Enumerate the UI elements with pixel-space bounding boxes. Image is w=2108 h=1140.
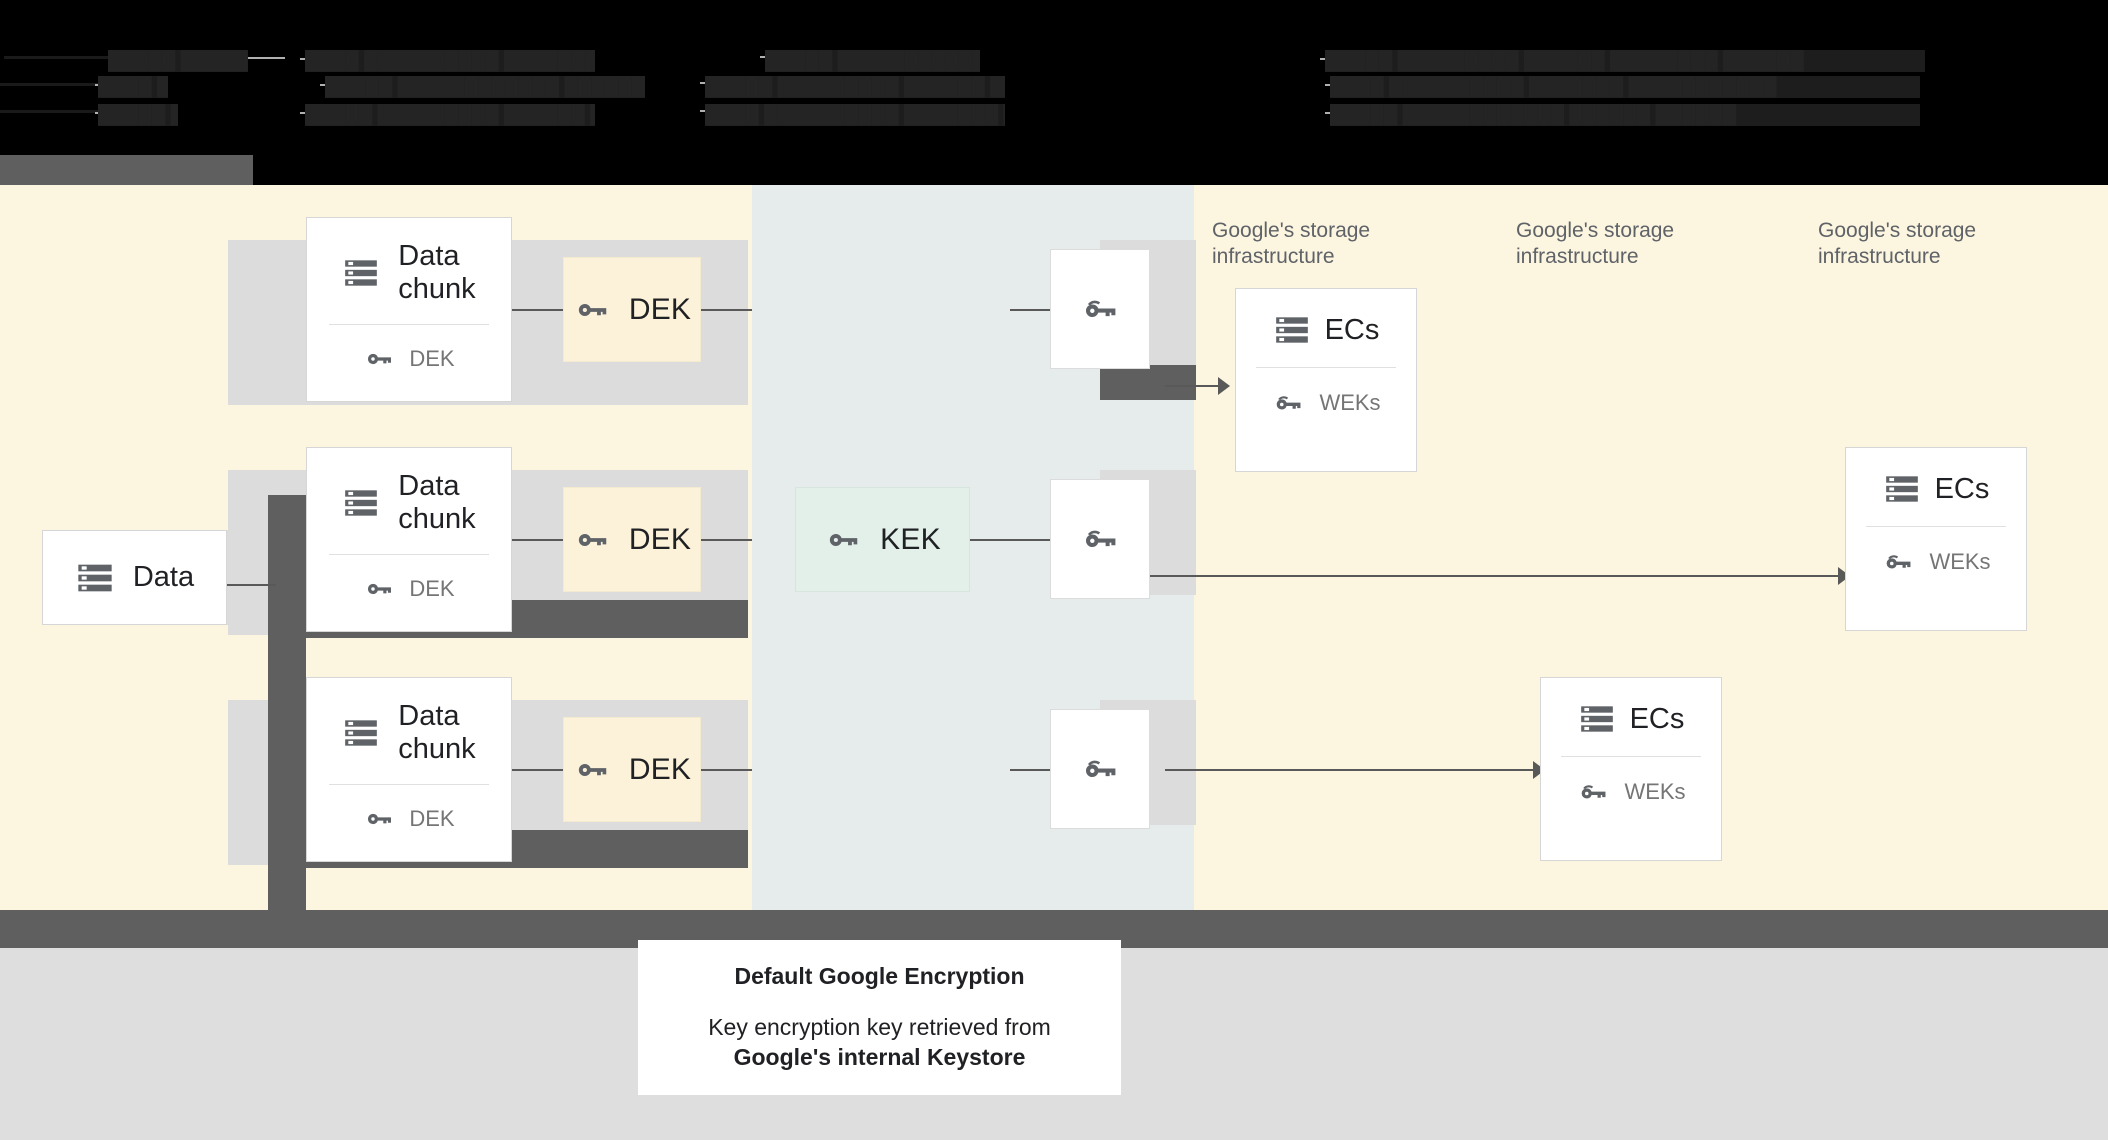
connector-dek1-band	[700, 309, 752, 311]
card-data-chunk-2[interactable]: Data chunk DEK	[306, 447, 512, 632]
card-subtitle: DEK	[409, 806, 455, 831]
storage-icon	[1883, 470, 1921, 508]
card-divider	[1865, 526, 2007, 527]
redaction-bracket-vertical	[268, 495, 306, 955]
encryption-flow-diagram: Data Data chunk DEK	[0, 185, 2108, 955]
box-wrapped-key-2[interactable]	[1050, 479, 1150, 599]
connector-chunk2-dek2	[512, 539, 563, 541]
obscured-line-2a: ████ ██████████ ███████ ███████████	[98, 76, 168, 98]
box-dek-3[interactable]: DEK	[563, 717, 701, 822]
key-icon	[824, 521, 862, 559]
card-ecs-1[interactable]: ECs WEKs	[1235, 288, 1417, 472]
card-subtitle: DEK	[409, 346, 455, 371]
wrapped-key-icon	[1079, 748, 1121, 790]
card-source-data[interactable]: Data	[42, 530, 227, 625]
connector-to-wek3	[1010, 769, 1050, 771]
box-kek[interactable]: KEK	[795, 487, 970, 592]
card-subtitle: DEK	[409, 576, 455, 601]
card-title: ECs	[1324, 313, 1380, 346]
caption-card: Default Google Encryption Key encryption…	[638, 940, 1121, 1095]
kek-label: KEK	[880, 522, 941, 556]
obscured-line-1d: █████ █████████ ██████ ████████ ██████	[1325, 50, 1925, 72]
card-subtitle: WEKs	[1929, 549, 1991, 574]
wrapped-key-icon	[1079, 518, 1121, 560]
storage-icon	[75, 558, 115, 598]
obscured-line-3d: █████ ████████████ ██████ ██████	[1330, 104, 1920, 126]
label-storage-infrastructure-3: Google's storage infrastructure	[1818, 219, 1977, 268]
key-icon	[573, 291, 611, 329]
box-dek-1[interactable]: DEK	[563, 257, 701, 362]
wrapped-key-icon	[1576, 775, 1610, 809]
storage-icon	[342, 484, 380, 522]
connector-wek2-to-ec2	[1100, 575, 1840, 577]
redaction-bar-header	[0, 155, 253, 185]
obscured-line-1a: █████ █████████ ██████ ████████ ██████	[108, 50, 248, 72]
connector-dek2-band	[700, 539, 752, 541]
card-ecs-3[interactable]: ECs WEKs	[1540, 677, 1722, 861]
box-wrapped-key-1[interactable]	[1050, 249, 1150, 369]
obscured-line-1c: █████ ████████████ ██████ ██████	[765, 50, 980, 72]
obscured-line-3c: ████ ██████████ ███████ ███████████	[705, 104, 1005, 126]
card-subtitle: WEKs	[1319, 390, 1381, 415]
card-divider	[1255, 367, 1397, 368]
caption-body: Key encryption key retrieved from Google…	[708, 1012, 1051, 1072]
card-divider	[329, 554, 489, 555]
card-ecs-2[interactable]: ECs WEKs	[1845, 447, 2027, 631]
card-title: ECs	[1629, 702, 1685, 735]
box-wrapped-key-3[interactable]	[1050, 709, 1150, 829]
card-title: Data chunk	[398, 240, 476, 305]
key-icon	[573, 751, 611, 789]
dek-label: DEK	[628, 292, 692, 326]
connector-dek3-band	[700, 769, 752, 771]
obscured-line-2c: █████ █████████ ██████ ████████ ██████	[705, 76, 1005, 98]
label-storage-infrastructure-2: Google's storage infrastructure	[1516, 219, 1675, 268]
obscured-header-strip: █████ █████████ ██████ ████████ ██████ █…	[0, 0, 2108, 185]
storage-icon	[342, 714, 380, 752]
arrow-ec1	[1218, 377, 1230, 395]
redaction-bar-wek1	[1100, 365, 1196, 400]
box-dek-2[interactable]: DEK	[563, 487, 701, 592]
caption-body-line1: Key encryption key retrieved from	[708, 1014, 1051, 1040]
card-title: ECs	[1934, 472, 1990, 505]
wrapped-key-icon	[1271, 386, 1305, 420]
key-icon	[363, 803, 395, 835]
key-icon	[363, 573, 395, 605]
wrapped-key-icon	[1079, 288, 1121, 330]
storage-icon	[1273, 311, 1311, 349]
key-icon	[363, 343, 395, 375]
connector-chunk1-dek1	[512, 309, 563, 311]
caption-body-line2: Google's internal Keystore	[733, 1044, 1026, 1070]
connector-wek1-to-ec1	[1165, 385, 1220, 387]
card-source-label: Data	[132, 561, 195, 593]
connector-to-wek1	[1010, 309, 1050, 311]
card-divider	[329, 784, 489, 785]
obscured-line-3b: █████ █████████ ██████ ████████ ██████	[305, 104, 595, 126]
obscured-line-2b: █████ ████████████ ██████ ██████	[325, 76, 645, 98]
card-data-chunk-1[interactable]: Data chunk DEK	[306, 217, 512, 402]
connector-chunk3-dek3	[512, 769, 563, 771]
card-title: Data chunk	[398, 700, 476, 765]
card-divider	[329, 324, 489, 325]
card-subtitle: WEKs	[1624, 779, 1686, 804]
card-divider	[1560, 756, 1702, 757]
card-data-chunk-3[interactable]: Data chunk DEK	[306, 677, 512, 862]
storage-icon	[342, 254, 380, 292]
label-storage-infrastructure-1: Google's storage infrastructure	[1212, 219, 1371, 268]
connector-kek-to-wek2	[970, 539, 1050, 541]
dek-label: DEK	[628, 522, 692, 556]
connector-source-to-chunks	[226, 584, 276, 586]
obscured-line-2d: ████ ██████████ ███████ ███████████	[1330, 76, 1920, 98]
key-icon	[573, 521, 611, 559]
wrapped-key-icon	[1881, 545, 1915, 579]
connector-wek3-to-ec3	[1165, 769, 1535, 771]
dek-label: DEK	[628, 752, 692, 786]
card-title: Data chunk	[398, 470, 476, 535]
obscured-line-1b: ████ ██████████ ███████ ███████████	[305, 50, 595, 72]
storage-icon	[1578, 700, 1616, 738]
caption-title: Default Google Encryption	[734, 963, 1025, 989]
obscured-line-3a: █████ ████████████ ██████ ██████	[98, 104, 178, 126]
